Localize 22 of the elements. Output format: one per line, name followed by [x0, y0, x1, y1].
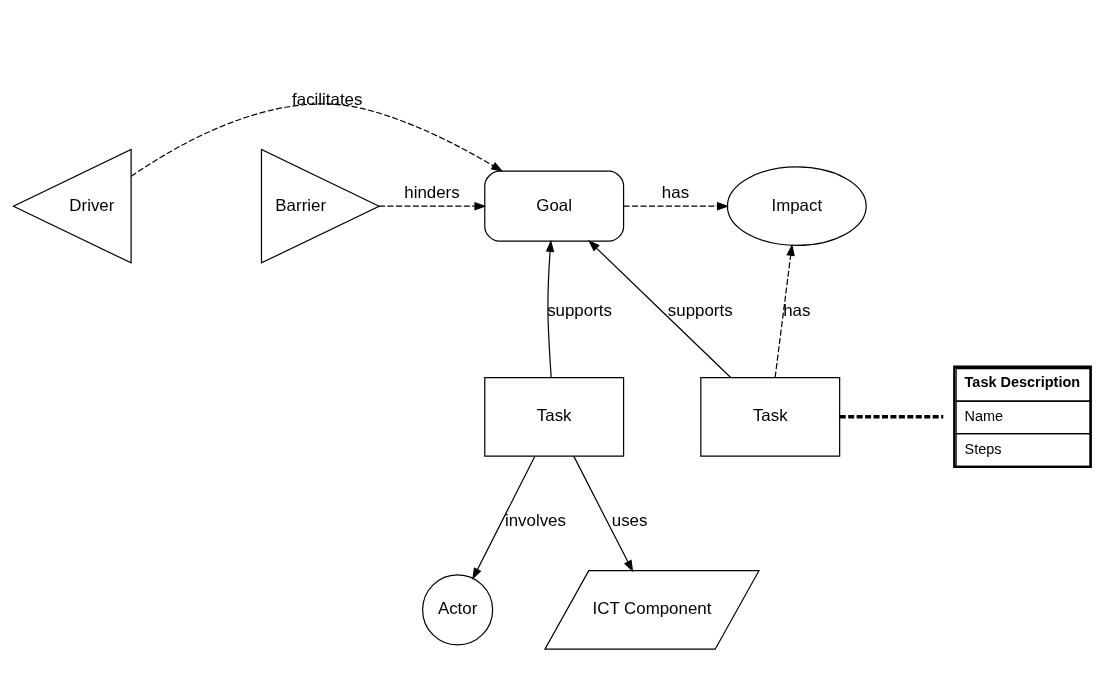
arrow — [774, 243, 795, 378]
arrow — [588, 240, 732, 379]
connector — [839, 415, 944, 419]
arrow — [472, 455, 536, 580]
node-box: Task — [484, 376, 625, 457]
arrow — [130, 103, 504, 177]
edge-label: has — [661, 182, 690, 202]
edge-label: supports — [547, 301, 612, 321]
node-box: Task — [700, 376, 841, 457]
edge-label: has — [783, 301, 811, 321]
arrow — [573, 455, 634, 573]
edge-label: involves — [504, 511, 566, 531]
edge-label: uses — [611, 511, 648, 531]
node-circle: Actor — [422, 574, 494, 646]
node-box: Goal — [484, 170, 625, 242]
arrow — [623, 201, 730, 211]
arrow — [378, 201, 487, 211]
node-ellipse: Impact — [726, 166, 867, 246]
edge-label: hinders — [404, 182, 460, 202]
arrow — [545, 239, 555, 378]
edge-label: facilitates — [292, 90, 363, 110]
edge-label: supports — [667, 301, 733, 321]
